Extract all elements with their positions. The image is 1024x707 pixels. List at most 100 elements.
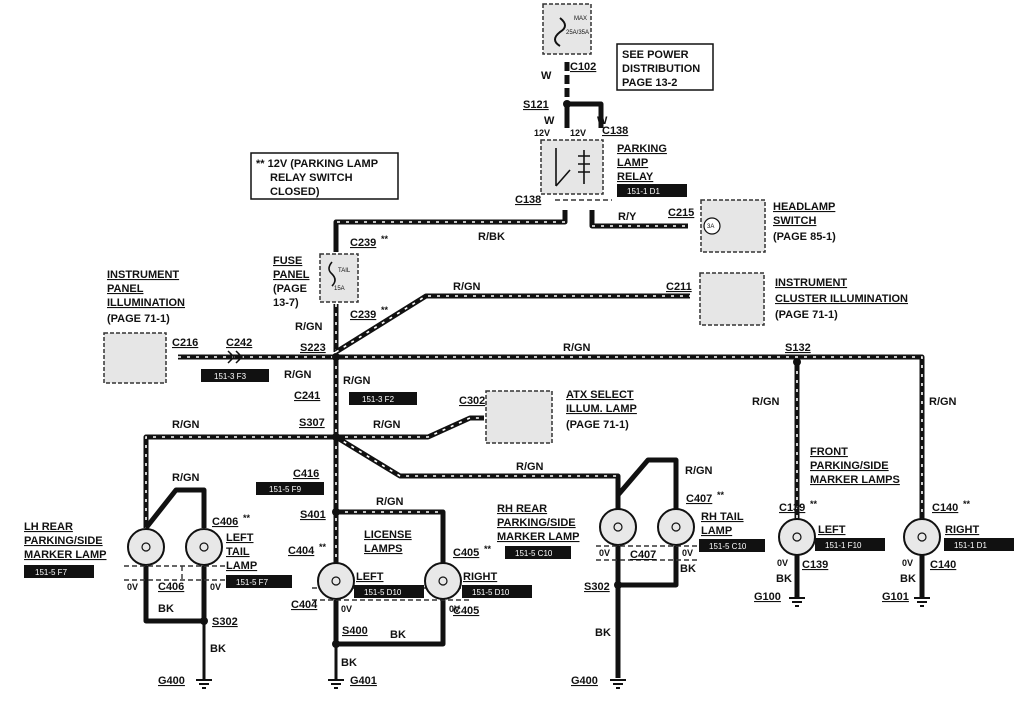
rh-rear-marker-title: RH REAR PARKING/SIDE MARKER LAMP 151-5 C… <box>497 503 580 559</box>
title-2-label: (PAGE <box>273 283 307 295</box>
power-ref-2-label: PAGE 13-2 <box>622 77 677 89</box>
wires-rgn-label: R/GN <box>563 342 591 354</box>
splice-s132 <box>793 358 801 366</box>
connectors-c405-label: C405 <box>453 605 479 617</box>
title-2-label: RELAY <box>617 171 654 183</box>
wires-rgn-label: R/GN <box>685 465 713 477</box>
splice-s302-lh <box>200 617 208 625</box>
diagram-mark-label: ** <box>717 490 725 500</box>
wires-rgn-label: R/GN <box>343 375 371 387</box>
wires-rgn-label: R/GN <box>373 419 401 431</box>
diagram-mark-label: ** <box>243 513 251 523</box>
power-ref-1-label: DISTRIBUTION <box>622 63 700 75</box>
fuse-panel: TAIL 15A FUSE PANEL (PAGE 13-7) <box>273 253 359 309</box>
instrument-panel-illumination: INSTRUMENT PANEL ILLUMINATION (PAGE 71-1… <box>103 269 185 384</box>
lamp-rh-tail <box>657 508 695 546</box>
connectors-c139-label: C139 <box>802 559 828 571</box>
title-1-label: PANEL <box>107 283 144 295</box>
instrument-cluster-illumination: INSTRUMENT CLUSTER ILLUMINATION (PAGE 71… <box>699 272 908 326</box>
connectors-c138-label: C138 <box>602 125 628 137</box>
ground-symbols <box>196 597 930 689</box>
license-title-0-label: LICENSE <box>364 529 412 541</box>
wires-bk-label: BK <box>680 563 696 575</box>
wires-rgn-label: R/GN <box>172 419 200 431</box>
connectors-g400-label: G400 <box>158 675 185 687</box>
connectors-c211-label: C211 <box>666 281 692 293</box>
rh-tail-lamp-title: RH TAIL LAMP 151-5 C10 <box>699 511 765 552</box>
connectors-c241-label: C241 <box>294 390 320 402</box>
lamp-labels-right-label: RIGHT <box>945 524 980 536</box>
atx-select-illum-lamp: ATX SELECT ILLUM. LAMP (PAGE 71-1) <box>485 389 637 444</box>
wires-ry-label: R/Y <box>618 211 637 223</box>
headlamp-switch-page-label: (PAGE 85-1) <box>773 231 836 243</box>
headlamp-switch: 3A HEADLAMP SWITCH (PAGE 85-1) <box>700 199 836 253</box>
wires-bk-label: BK <box>158 603 174 615</box>
connectors-s223-label: S223 <box>300 342 326 354</box>
bulb-icon <box>331 576 341 586</box>
wiring <box>124 62 925 680</box>
circuit-breaker-icon <box>703 217 721 235</box>
refs-r242-label: 151-3 F3 <box>214 372 247 381</box>
parking-lamp-relay: PARKING LAMP RELAY 151-1 D1 <box>540 139 687 197</box>
connectors-c216-label: C216 <box>172 337 198 349</box>
splice-s302-rh <box>614 581 622 589</box>
relay-ref-label: 151-1 D1 <box>627 187 660 196</box>
connectors-g401-label: G401 <box>350 675 377 687</box>
front-title-2-label: MARKER LAMPS <box>810 474 900 486</box>
front-parking-side-marker-title: FRONT PARKING/SIDE MARKER LAMPS <box>810 446 900 486</box>
connectors-c404-label: C404 <box>288 545 315 557</box>
wires-rgn-label: R/GN <box>284 369 312 381</box>
diagram-mark-label: ** <box>381 234 389 244</box>
wires-w-label: W <box>597 115 608 127</box>
splice-s223 <box>332 353 340 361</box>
inst-panel-page-label: (PAGE 71-1) <box>107 313 170 325</box>
connectors-s132-label: S132 <box>785 342 811 354</box>
star-note-0-label: ** 12V (PARKING LAMP <box>256 158 378 170</box>
rh-rear-title-2-label: MARKER LAMP <box>497 531 580 543</box>
title-0-label: INSTRUMENT <box>107 269 179 281</box>
volts-v0-label: 0V <box>599 548 610 558</box>
ground-icon <box>196 679 212 689</box>
refs-lic-right-label: 151-5 D10 <box>472 588 510 597</box>
wires-rgn-label: R/GN <box>453 281 481 293</box>
fuse-icon <box>328 261 336 287</box>
refs-left-tail-label: 151-5 F7 <box>236 578 269 587</box>
left-tail-lamp-title: LEFT TAIL LAMP 151-5 F7 <box>226 532 292 588</box>
connectors-c215-label: C215 <box>668 207 694 219</box>
wires-bk-label: BK <box>595 627 611 639</box>
inst-cluster-title2-label: CLUSTER ILLUMINATION <box>775 293 908 305</box>
diagram-mark-label: ** <box>963 499 971 509</box>
lh-rear-title-1-label: PARKING/SIDE <box>24 535 103 547</box>
power-ref-0-label: SEE POWER <box>622 49 689 61</box>
rh-tail-title-1-label: LAMP <box>701 525 732 537</box>
left-tail-title-0-label: LEFT <box>226 532 254 544</box>
diagram-mark-label: ** <box>381 305 389 315</box>
relay-switch-note: ** 12V (PARKING LAMP RELAY SWITCH CLOSED… <box>250 152 399 200</box>
bulb-icon <box>792 532 802 542</box>
ground-icon <box>610 679 626 689</box>
connectors-s121-label: S121 <box>523 99 549 111</box>
volts-v0-label: 0V <box>682 548 693 558</box>
title-1-label: PANEL <box>273 269 310 281</box>
connectors-s400-label: S400 <box>342 625 368 637</box>
splice-s307 <box>332 433 340 441</box>
connectors-s302-label: S302 <box>212 616 238 628</box>
rh-rear-title-0-label: RH REAR <box>497 503 547 515</box>
connector-c242-icon <box>227 350 244 364</box>
lh-rear-title-2-label: MARKER LAMP <box>24 549 107 561</box>
refs-rh-rear-label: 151-5 C10 <box>515 549 553 558</box>
power-distribution-note: SEE POWER DISTRIBUTION PAGE 13-2 <box>616 43 714 91</box>
wires-rgn-label: R/GN <box>752 396 780 408</box>
wires-rbk-label: R/BK <box>478 231 505 243</box>
atx-page-label: (PAGE 71-1) <box>566 419 629 431</box>
connectors-c404-label: C404 <box>291 599 318 611</box>
wires-bk-label: BK <box>210 643 226 655</box>
left-tail-title-1-label: TAIL <box>226 546 250 558</box>
refs-rh-tail-label: 151-5 C10 <box>709 542 747 551</box>
title-1-label: LAMP <box>617 157 648 169</box>
title-1-label: ILLUM. LAMP <box>566 403 637 415</box>
connectors-g100-label: G100 <box>754 591 781 603</box>
title-1-label: SWITCH <box>773 215 816 227</box>
ground-icon <box>914 597 930 607</box>
lamp-labels-left-label: LEFT <box>356 571 384 583</box>
